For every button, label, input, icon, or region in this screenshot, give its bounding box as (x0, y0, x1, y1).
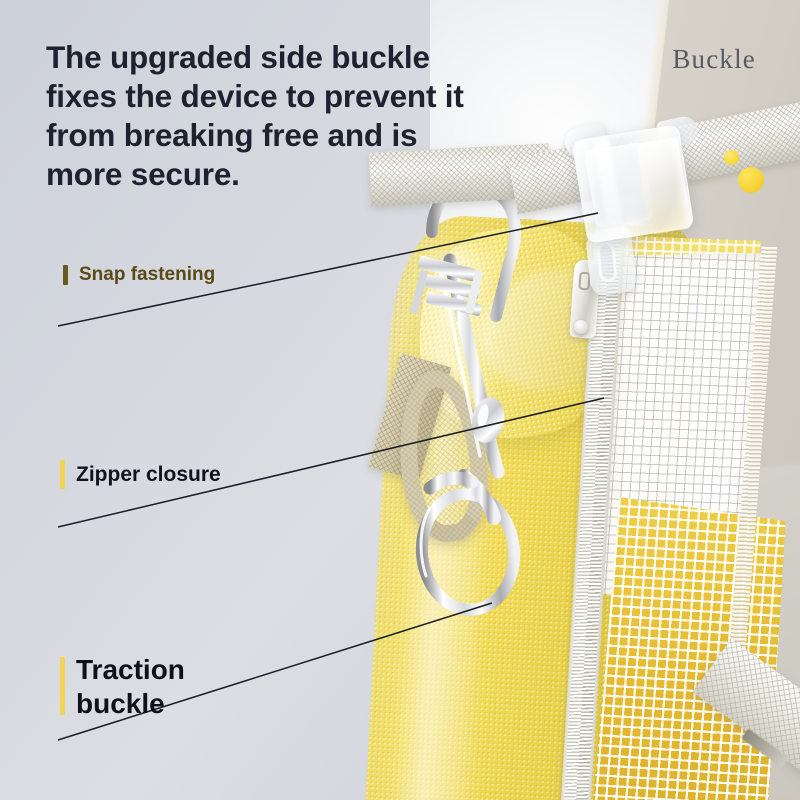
callout-label-line-2: buckle (76, 687, 165, 719)
strap-marker-dot-large (738, 167, 764, 193)
leader-line-zipper-closure (57, 397, 605, 528)
callout-accent-bar (60, 657, 65, 715)
brand-wordmark: Buckle (672, 44, 756, 74)
leader-line-snap-fastening (57, 212, 599, 327)
callout-accent-bar (63, 265, 68, 286)
page-headline: The upgraded side buckle fixes the devic… (46, 39, 464, 193)
strap-marker-dot-small (724, 150, 739, 165)
callout-zipper-closure: Zipper closure (60, 460, 221, 489)
callout-snap-fastening: Snap fastening (63, 264, 215, 287)
callout-label-line-1: Traction (76, 654, 185, 685)
product-photo (360, 101, 800, 800)
callout-accent-bar (60, 460, 65, 489)
traction-hook[interactable] (360, 120, 800, 800)
callout-label: Snap fastening (79, 264, 216, 285)
leader-line-traction-buckle (57, 602, 493, 741)
callout-label: Zipper closure (76, 462, 221, 486)
